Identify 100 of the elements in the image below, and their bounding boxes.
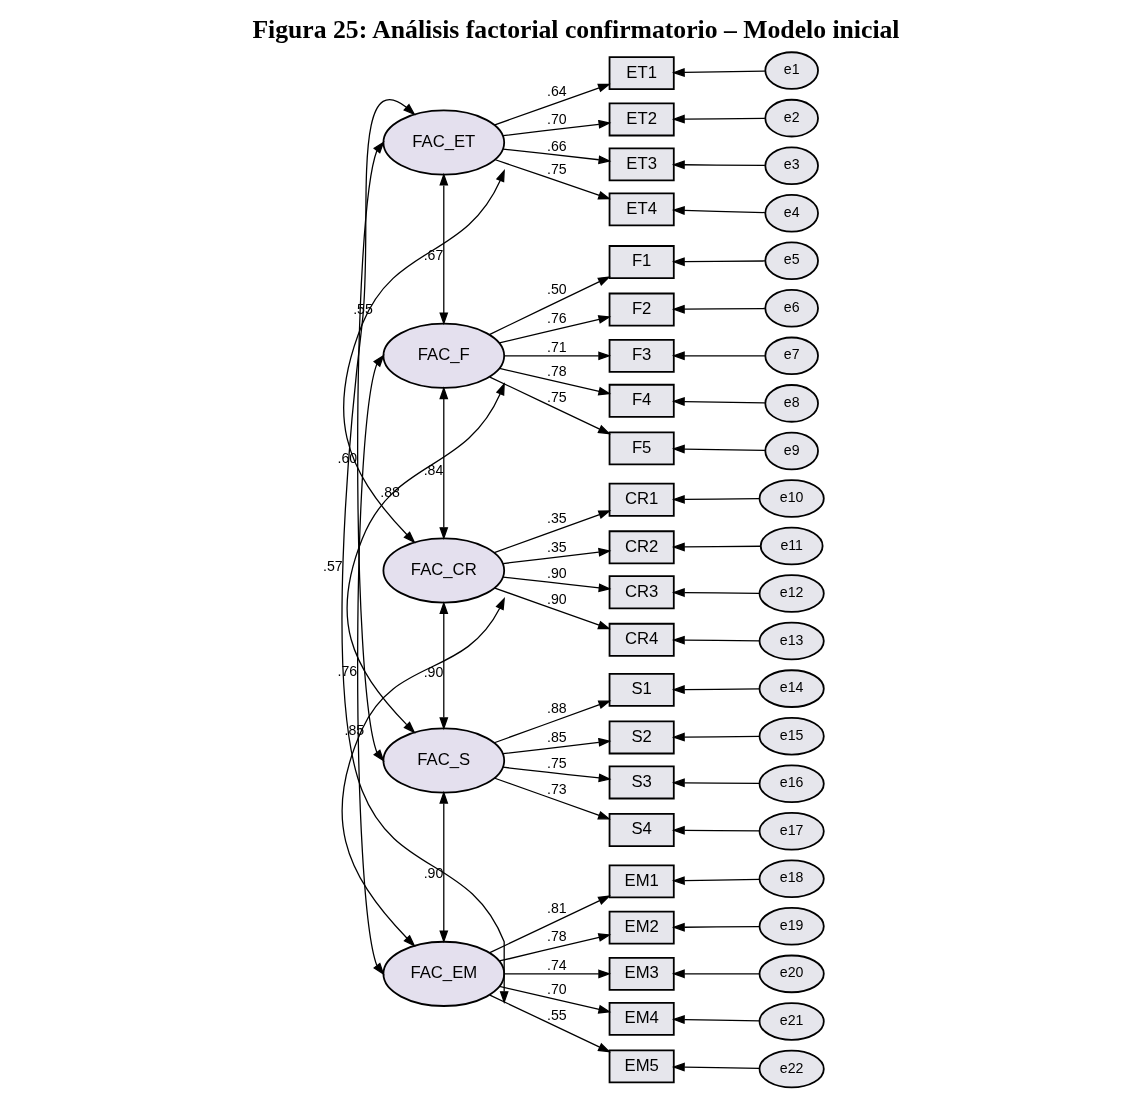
arrow (671, 922, 760, 932)
arrow (671, 114, 766, 124)
arrow (438, 172, 448, 326)
arrow (503, 351, 611, 361)
node-ellipse: e2 (763, 98, 819, 138)
arrow (340, 99, 509, 1005)
arrow (671, 205, 766, 215)
arrow (671, 1062, 760, 1072)
arrow (671, 1015, 760, 1025)
arrow (671, 494, 760, 504)
arrow (671, 351, 766, 361)
node-ellipse: FAC_CR (382, 537, 505, 604)
node-ellipse: e1 (763, 51, 819, 90)
edge-label: .90 (423, 865, 443, 882)
arrow (498, 985, 611, 1014)
arrow (493, 700, 611, 744)
node-box: EM2 (608, 910, 675, 945)
arrow (502, 547, 611, 565)
node-ellipse: e14 (758, 669, 825, 708)
diagram-title: Figura 25: Análisis factorial confirmatorio – Modelo inicial (251, 15, 900, 45)
edge-label: .90 (546, 564, 567, 581)
node-ellipse: e15 (758, 716, 825, 756)
node-ellipse: e21 (758, 1002, 825, 1041)
arrow (493, 777, 611, 820)
arrow (493, 510, 611, 554)
edge-label: .85 (546, 729, 567, 746)
arrow (671, 685, 760, 695)
arrow (671, 257, 766, 267)
arrow (502, 737, 611, 755)
node-box: EM5 (608, 1049, 675, 1084)
node-box: CR3 (608, 575, 675, 610)
arrow (502, 148, 611, 165)
edge-label: .50 (546, 280, 567, 297)
node-box: F5 (608, 431, 675, 466)
edge-label: .78 (546, 928, 567, 945)
arrow (494, 159, 611, 200)
arrow (671, 67, 766, 77)
arrow (356, 354, 385, 976)
node-ellipse: FAC_F (382, 322, 505, 389)
edge-label: .64 (546, 83, 567, 100)
node-ellipse: e13 (758, 621, 825, 661)
node-ellipse: FAC_ET (382, 109, 505, 176)
node-box: ET3 (608, 147, 675, 182)
node-box: S1 (608, 672, 675, 707)
node-box: CR4 (608, 622, 675, 657)
edge-label: .74 (546, 956, 567, 973)
node-box: S2 (608, 720, 675, 755)
node-ellipse: e3 (763, 146, 819, 185)
edge-label: .75 (546, 755, 567, 772)
edge-label: .78 (546, 363, 567, 380)
edge-label: .66 (546, 138, 567, 155)
arrow (488, 276, 611, 336)
node-ellipse: e4 (763, 193, 819, 233)
arrow (501, 766, 611, 783)
edge-label: .76 (546, 310, 567, 327)
edge-label: .71 (546, 338, 567, 355)
arrow (671, 160, 766, 170)
arrow (671, 588, 760, 598)
node-box: F3 (608, 338, 675, 373)
node-box: CR1 (608, 482, 675, 517)
edge-label: .70 (546, 111, 567, 128)
edge-label: .90 (546, 590, 567, 607)
arrow (501, 576, 611, 593)
arrow (345, 382, 505, 734)
arrow (671, 635, 760, 645)
node-ellipse: e20 (758, 954, 825, 994)
node-box: EM3 (608, 956, 675, 991)
arrow (493, 587, 611, 630)
arrow (356, 141, 385, 763)
node-box: ET1 (608, 56, 675, 91)
node-ellipse: FAC_S (382, 727, 505, 794)
arrow (342, 169, 505, 544)
node-ellipse: e12 (758, 574, 825, 613)
arrow (498, 315, 611, 344)
edge-label: .35 (546, 539, 567, 556)
node-box: CR2 (608, 530, 675, 565)
arrow (671, 444, 766, 454)
edge-label: .88 (546, 699, 567, 716)
arrow (671, 778, 760, 788)
node-box: F1 (608, 245, 675, 279)
node-ellipse: e9 (763, 431, 819, 471)
node-ellipse: e11 (759, 526, 823, 566)
edge-label: .75 (546, 161, 567, 178)
arrow (438, 790, 448, 944)
arrow (671, 304, 766, 314)
arrow (498, 367, 611, 396)
edge-label: .35 (546, 509, 567, 526)
arrow (502, 119, 611, 137)
node-ellipse: e6 (763, 289, 819, 328)
edge-label: .70 (546, 981, 567, 998)
node-box: EM1 (608, 864, 675, 899)
node-box: EM4 (608, 1001, 675, 1036)
arrow (671, 969, 760, 979)
arrow (493, 83, 611, 126)
edge-label: .73 (546, 780, 567, 797)
arrow (438, 386, 448, 541)
arrow (671, 732, 760, 742)
node-box: ET4 (608, 192, 675, 227)
arrow (438, 601, 448, 731)
node-ellipse: e8 (763, 384, 819, 423)
